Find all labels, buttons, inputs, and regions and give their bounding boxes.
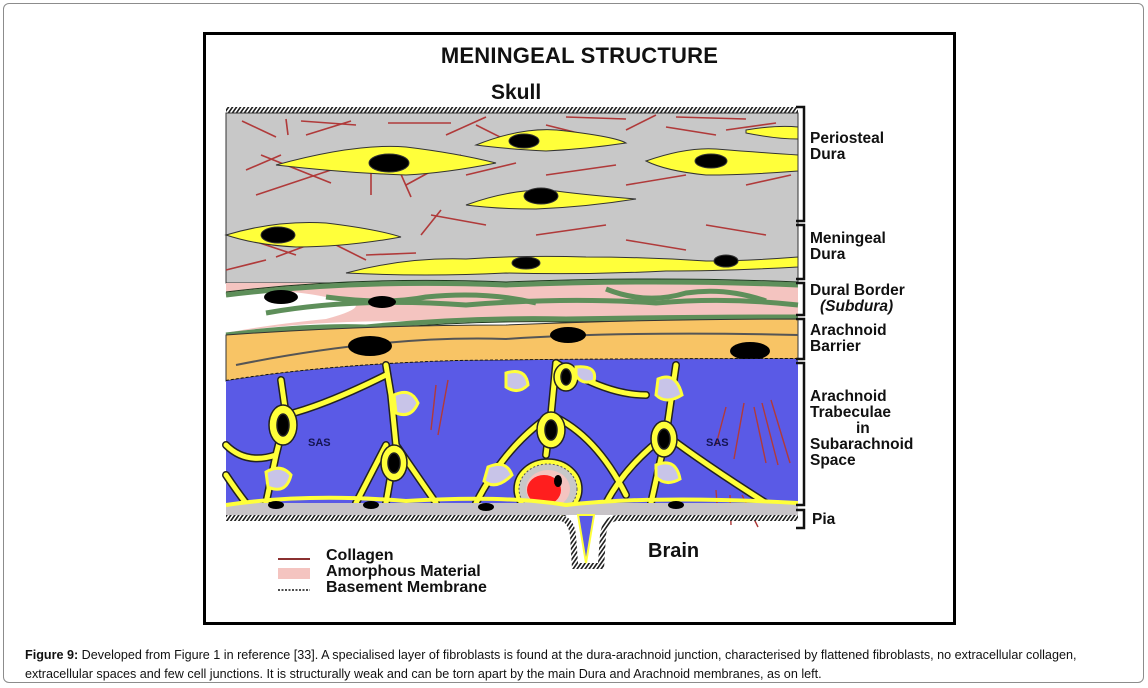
pia-layer — [226, 503, 798, 515]
brain-surface-hatch — [226, 515, 798, 569]
label-arachnoid-barrier: Arachnoid Barrier — [810, 322, 887, 355]
legend-item-basement-membrane: Basement Membrane — [326, 579, 487, 596]
label-dural-border: Dural Border (Subdura) — [810, 282, 905, 315]
legend-item-amorphous: Amorphous Material — [326, 563, 481, 580]
figure-title: MENINGEAL STRUCTURE — [440, 43, 719, 68]
figure-frame: MENINGEAL STRUCTURE Skull Brain SAS SAS … — [203, 32, 956, 625]
amorphous-material — [226, 283, 798, 333]
meningeal-diagram — [222, 105, 806, 591]
legend: Collagen Amorphous Material Basement Mem… — [276, 548, 487, 596]
dural-border-cells — [225, 279, 799, 338]
skull-label: Skull — [491, 81, 542, 104]
subdural-space — [226, 291, 356, 333]
label-meningeal-dura: Meningeal Dura — [810, 230, 886, 263]
label-arachnoid-trabeculae: Arachnoid Trabeculae in Subarachnoid Spa… — [810, 388, 914, 469]
figure-card: MENINGEAL STRUCTURE Skull Brain SAS SAS … — [3, 3, 1144, 683]
nucleus — [368, 296, 396, 308]
amorphous-pockets — [264, 365, 684, 491]
fibroblasts — [224, 125, 799, 276]
brain-label: Brain — [648, 540, 700, 562]
skull-hatch — [226, 107, 798, 113]
sas-label-left: SAS — [308, 437, 331, 449]
label-periosteal-dura: Periosteal Dura — [810, 130, 885, 163]
caption-text: Developed from Figure 1 in reference [33… — [25, 648, 1077, 681]
caption-label: Figure 9: — [25, 648, 79, 662]
amorphous-legend-icon — [278, 568, 310, 579]
legend-item-collagen: Collagen — [326, 547, 394, 564]
nucleus — [550, 327, 586, 343]
figure-caption: Figure 9: Developed from Figure 1 in ref… — [25, 646, 1135, 684]
nucleus — [264, 290, 298, 304]
layer-brackets — [796, 105, 806, 530]
sas-label-right: SAS — [706, 437, 729, 449]
trabecular-cells — [268, 362, 678, 482]
label-pia: Pia — [812, 511, 836, 528]
nucleus — [730, 342, 770, 360]
nucleus — [348, 336, 392, 356]
sulcus — [576, 514, 596, 564]
